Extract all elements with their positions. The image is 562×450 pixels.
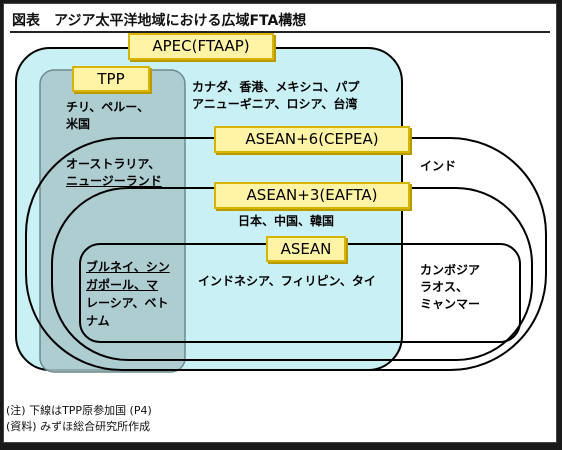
asean-other-line2: ラオス、 (420, 280, 469, 294)
asean-label: ASEAN (266, 236, 346, 262)
tpp-asean-line1: ブルネイ、シン (86, 260, 170, 274)
asean-other-members-text: カンボジア ラオス、 ミャンマー (420, 262, 480, 313)
tpp-members-text: チリ、ペルー、 米国 (66, 99, 149, 133)
oceania-members-line2: ニュージーランド (66, 174, 162, 188)
oceania-members-line1: オーストラリア、 (66, 157, 161, 171)
footnote-source: (資料) みずほ総合研究所作成 (6, 420, 151, 433)
india-text: インド (420, 159, 457, 173)
oceania-members-text: オーストラリア、 ニュージーランド (66, 156, 162, 190)
tpp-asean-line2: ガポール、マ (86, 276, 170, 294)
tpp-label: TPP (72, 66, 150, 92)
apec-members-line2: アニューギニア、ロシア、台湾 (192, 97, 358, 111)
tpp-asean-line3: レーシア、ベト (86, 296, 169, 310)
asean-other-line1: カンボジア (420, 263, 481, 277)
plus3-members-text: 日本、中国、韓国 (238, 214, 335, 228)
tpp-asean-line4: ナム (86, 314, 110, 328)
apec-label: APEC(FTAAP) (128, 33, 274, 60)
asean-other-line3: ミャンマー (420, 297, 481, 311)
footnote-note: (注) 下線はTPP原参加国 (P4) (6, 404, 152, 417)
figure-title: 図表 アジア太平洋地域における広域FTA構想 (12, 13, 307, 29)
tpp-asean-line2-text: ガポール、マ (86, 278, 159, 292)
apec-members-text: カナダ、香港、メキシコ、パプ アニューギニア、ロシア、台湾 (192, 79, 359, 113)
tpp-members-line2: 米国 (66, 117, 91, 131)
asean6-label: ASEAN+6(CEPEA) (214, 126, 410, 153)
apec-members-line1: カナダ、香港、メキシコ、パプ (192, 80, 360, 94)
tpp-asean-members-text: ブルネイ、シン ガポール、マ レーシア、ベト ナム (86, 258, 170, 330)
title-rule (10, 31, 550, 33)
asean-core-members-text: インドネシア、フィリピン、タイ (198, 274, 376, 288)
asean3-label: ASEAN+3(EAFTA) (214, 182, 410, 209)
tpp-members-line1: チリ、ペルー、 (66, 100, 150, 114)
